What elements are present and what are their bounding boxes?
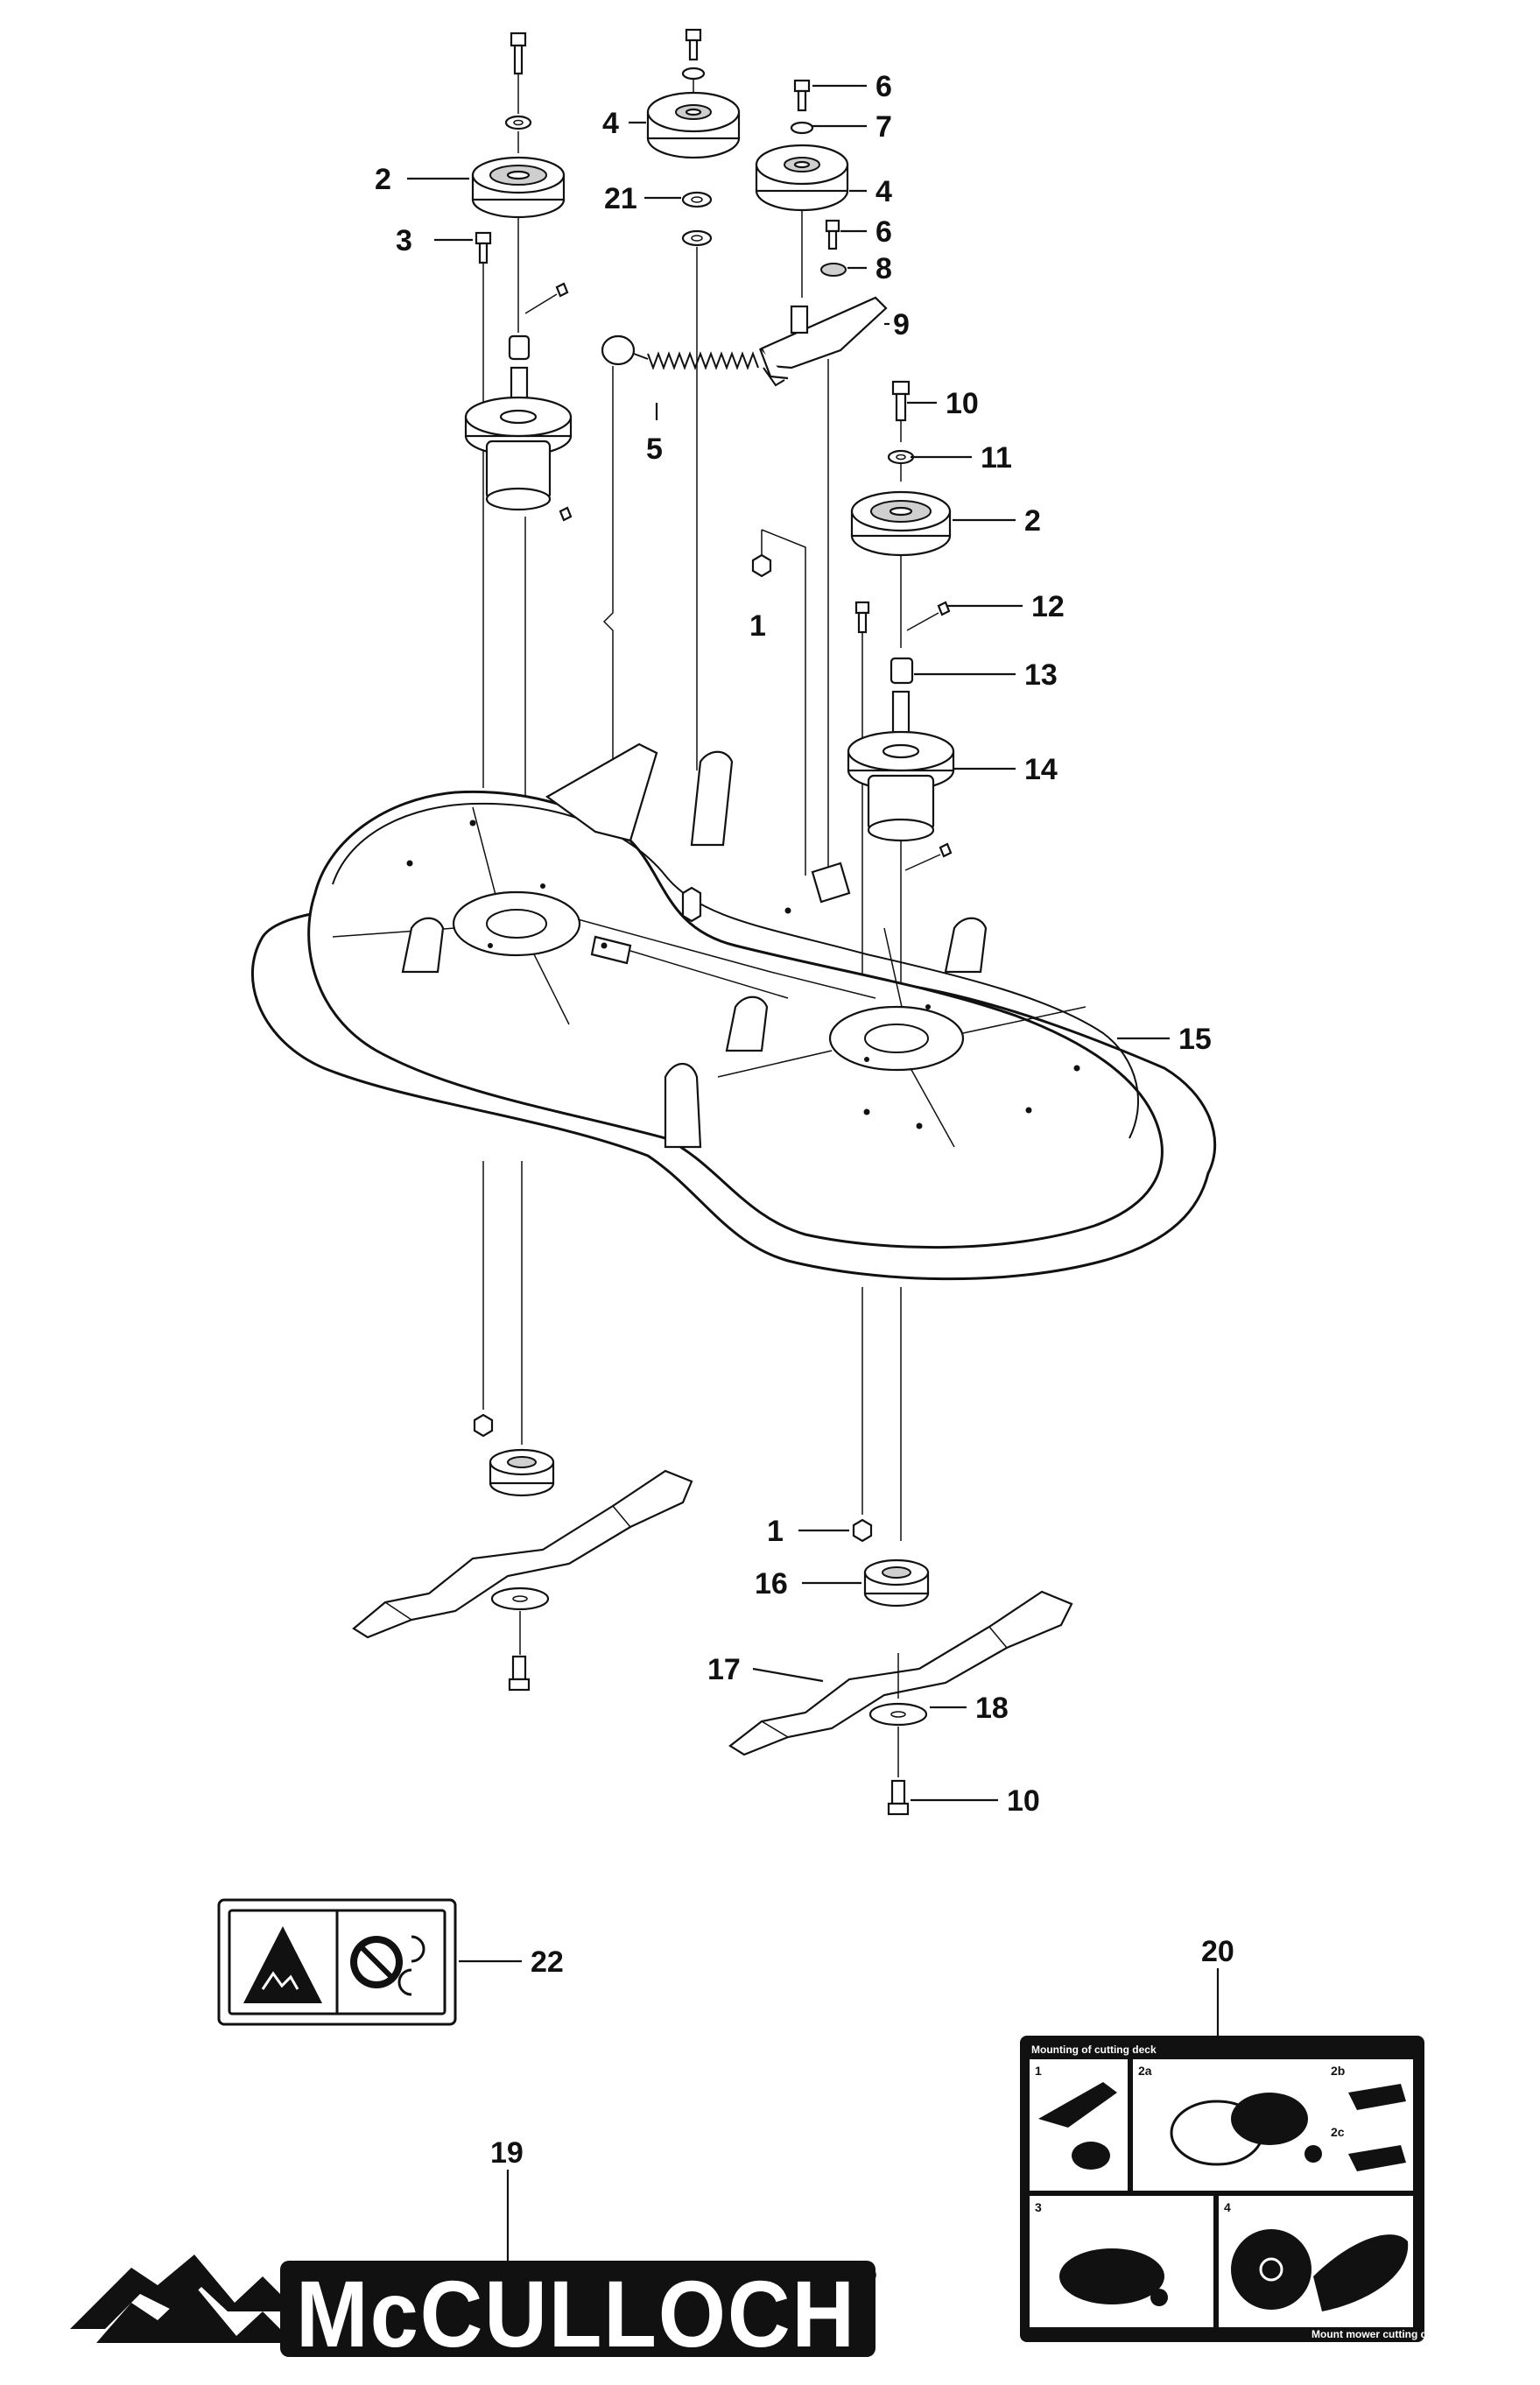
callout-1-lower: 1: [767, 1515, 784, 1548]
decal-panel-4: 4: [1224, 2200, 1231, 2214]
key: [555, 282, 569, 298]
center-pulley-stack: [646, 28, 741, 770]
spindle-left: [464, 366, 573, 511]
nut-right: [852, 1518, 873, 1543]
callout-20: 20: [1201, 1935, 1234, 1968]
callout-14: 14: [1024, 753, 1058, 786]
callout-18: 18: [975, 1692, 1009, 1725]
bolt-3-head: [475, 231, 492, 245]
spacer-13: [890, 657, 914, 685]
callout-9: 9: [893, 308, 910, 341]
bolt-shank: [513, 44, 524, 75]
washer-right: [868, 1702, 928, 1727]
callout-3: 3: [396, 224, 412, 257]
mcculloch-logo: McCULLOCH ®: [70, 2255, 876, 2367]
callout-4-center: 4: [602, 107, 619, 140]
registered-mark: ®: [862, 2264, 876, 2286]
callout-17: 17: [707, 1653, 741, 1686]
callout-6-lower: 6: [875, 215, 892, 249]
idler-pulley-center: [646, 91, 741, 159]
bolt-head: [510, 32, 527, 47]
callout-2-right: 2: [1024, 504, 1041, 538]
left-spindle-stack: [464, 32, 573, 876]
callout-21: 21: [604, 182, 637, 215]
callouts: 2 3 4 21 6 7 4 6 8 9 5 10 11 2 1 12 13 1…: [375, 70, 1234, 2170]
mountain-icon: [70, 2255, 298, 2329]
blade-right: [728, 1590, 1073, 1756]
idler-arm: [758, 296, 888, 380]
right-spindle-stack: [847, 380, 955, 1033]
mounting-instructions-decal: Mounting of cutting deck 1 2a 2b 2c 3 4 …: [1020, 2036, 1445, 2342]
blade-assembly-left: [352, 1161, 693, 1692]
callout-1-upper: 1: [749, 609, 766, 643]
washer-left: [490, 1586, 550, 1611]
callout-11: 11: [981, 441, 1012, 475]
callout-10-top: 10: [946, 387, 979, 420]
cutting-deck: [250, 742, 1217, 1281]
decal-panel-1: 1: [1035, 2064, 1042, 2078]
callout-5: 5: [646, 433, 663, 466]
callout-8: 8: [875, 252, 892, 285]
callout-10-bottom: 10: [1007, 1784, 1040, 1818]
callout-16: 16: [755, 1567, 788, 1601]
decal-title: Mounting of cutting deck: [1031, 2044, 1157, 2056]
spindle-right: [847, 690, 955, 842]
callout-6-top: 6: [875, 70, 892, 103]
callout-15: 15: [1178, 1023, 1212, 1056]
pulley-left: [471, 156, 566, 219]
decal-panel-2c: 2c: [1331, 2125, 1345, 2139]
deck-hub-right: [828, 1005, 965, 1072]
callout-leaders: [407, 84, 1220, 2261]
deck-hub-left: [452, 890, 581, 957]
callout-12: 12: [1031, 590, 1065, 623]
washer-21: [681, 191, 713, 208]
nut-upper: [751, 529, 806, 876]
warning-triangle-icon: [243, 1926, 322, 2003]
blade-left: [352, 1469, 693, 1639]
washer: [504, 115, 532, 130]
bearing-left: [489, 1448, 555, 1497]
deck-bracket: [401, 917, 445, 974]
decal-footer: Mount mower cutting deck: [1311, 2328, 1445, 2340]
pulley-right: [850, 490, 952, 557]
blade-bolt-right: [890, 1779, 906, 1805]
decal-panel-2a: 2a: [1138, 2064, 1152, 2078]
warning-decal: [217, 1898, 457, 2026]
decal-panel-3: 3: [1035, 2200, 1042, 2214]
idler-pulley-right: [755, 144, 849, 212]
bolt-3-shank: [478, 242, 489, 264]
callout-4-right: 4: [875, 175, 892, 208]
decal-panel-2b: 2b: [1331, 2064, 1345, 2078]
nut-left: [473, 1413, 494, 1438]
right-idler-stack: [755, 79, 888, 884]
callout-22: 22: [531, 1945, 564, 1979]
blade-assembly-right: [728, 1287, 1073, 1816]
deck-wedge: [545, 742, 658, 842]
callout-7: 7: [875, 110, 892, 144]
deck-sketch-icon: [1038, 2082, 1117, 2128]
spacer: [508, 334, 531, 361]
callout-13: 13: [1024, 658, 1058, 692]
rotation-icon: [411, 1935, 425, 1963]
callout-2-left: 2: [375, 163, 391, 196]
blade-bolt-left: [511, 1655, 527, 1681]
bearing-right: [863, 1558, 930, 1608]
callout-19: 19: [490, 2136, 524, 2170]
brand-name: McCULLOCH: [296, 2261, 856, 2367]
